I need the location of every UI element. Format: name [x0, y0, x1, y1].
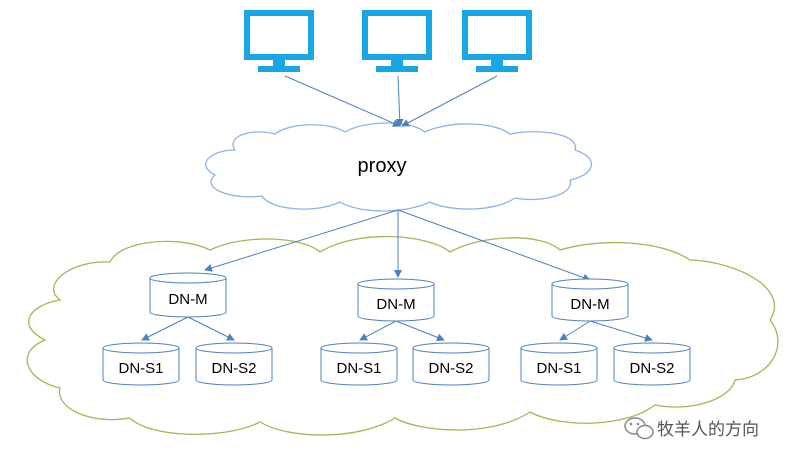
master-node-cylinder: DN-M: [149, 272, 227, 318]
wechat-icon: [624, 417, 654, 440]
master-node-label: DN-M: [570, 296, 609, 313]
arrow-master-slave2: [589, 320, 653, 342]
arrow-client3-proxy: [401, 75, 498, 127]
slave-node-cylinder: DN-S2: [412, 342, 490, 386]
node-group-1: DN-M DN-S1 DN-S2: [102, 272, 273, 386]
master-node-label: DN-M: [376, 296, 415, 313]
slave-node-label: DN-S1: [336, 360, 381, 377]
client-monitor-icon-3: [462, 10, 532, 72]
slave-node-label: DN-S2: [629, 360, 674, 377]
master-node-cylinder: DN-M: [357, 278, 435, 322]
slave-node-cylinder: DN-S1: [320, 342, 398, 386]
arrow-master-slave1: [141, 316, 189, 341]
watermark: 牧羊人的方向: [624, 417, 759, 440]
arrow-master-slave1: [359, 320, 397, 341]
client-monitor-icon-1: [244, 10, 314, 72]
arrow-master-slave1: [559, 320, 591, 341]
arrow-client2-proxy: [395, 75, 404, 127]
master-node-label: DN-M: [168, 291, 207, 308]
client-monitor-icon-2: [362, 10, 432, 72]
slave-node-cylinder: DN-S1: [520, 342, 598, 386]
arrow-proxy-master1: [204, 209, 399, 272]
watermark-text: 牧羊人的方向: [657, 420, 759, 440]
arrow-master-slave2: [395, 320, 445, 342]
arrow-master-slave2: [187, 316, 235, 341]
proxy-label: proxy: [358, 155, 407, 177]
node-group-3: DN-M DN-S1 DN-S2: [520, 278, 691, 386]
slave-node-label: DN-S1: [536, 360, 581, 377]
master-node-cylinder: DN-M: [551, 278, 629, 322]
slave-node-cylinder: DN-S1: [102, 342, 180, 386]
slave-node-label: DN-S2: [211, 360, 256, 377]
slave-node-cylinder: DN-S2: [195, 342, 273, 386]
arrow-proxy-master3: [397, 209, 591, 282]
arrow-client1-proxy: [284, 75, 401, 127]
slave-node-label: DN-S2: [428, 360, 473, 377]
node-group-2: DN-M DN-S1 DN-S2: [320, 278, 490, 386]
slave-node-label: DN-S1: [118, 360, 163, 377]
slave-node-cylinder: DN-S2: [613, 342, 691, 386]
proxy-cloud: [205, 122, 593, 212]
data-cloud: [26, 235, 779, 436]
